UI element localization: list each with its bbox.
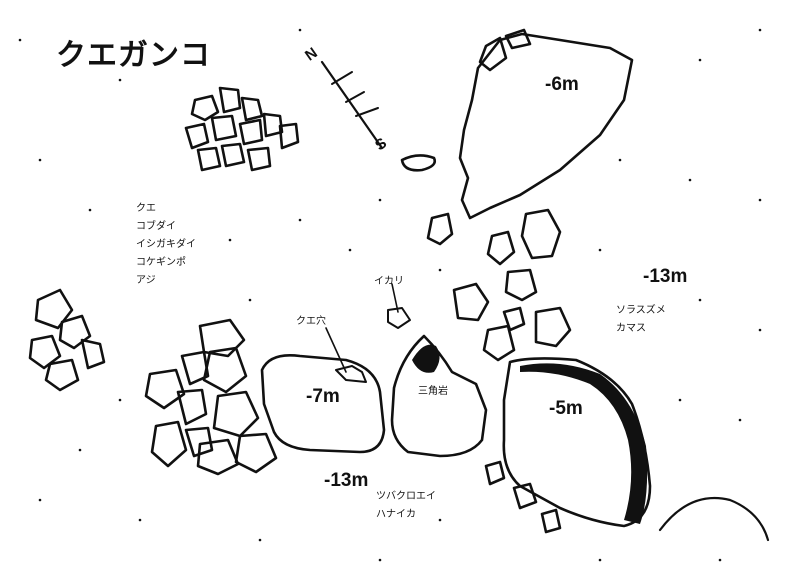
fish-item: ツバクロエイ [376,491,436,502]
fish-item: コブダイ [136,221,176,232]
anchor-shape [387,307,411,329]
rock-channel-3 [520,208,562,260]
rock-bottom-3 [540,508,562,534]
rock-channel-6 [502,306,526,332]
reef-edge-curve [658,496,770,542]
kue-hole-label: クエ穴 [296,316,326,327]
rock-channel-8 [534,306,572,348]
depth-left-rock: -7m [306,386,340,407]
fish-item: ハナイカ [376,509,416,520]
fish-list-right: ソラスズメ カマス [616,302,666,338]
fish-item: コケギンポ [136,257,186,268]
sand-dots [18,28,762,562]
rock-channel-7 [482,324,516,362]
kue-hole-hatch [335,365,367,383]
rock-oval [400,154,437,172]
rock-bottom-2 [512,482,538,510]
fish-item: カマス [616,323,646,334]
rock-cluster-ul-3 [240,96,264,122]
fish-list-left: クエ コブダイ イシガキダイ コケギンポ アジ [136,200,196,290]
rock-mid-5 [176,388,208,426]
rock-bottom-1 [484,460,506,486]
depth-bottom-sand: -13m [324,470,369,491]
triangle-rock-shading [412,344,440,373]
rock-cluster-ul-1 [190,94,220,122]
rock-channel-5 [452,282,490,322]
compass-tick-2 [345,91,365,103]
fish-item: ソラスズメ [616,305,666,316]
rock-channel-2 [486,230,516,266]
rock-mid-7 [150,420,188,468]
compass-line [320,60,384,150]
rock-mid-3 [144,368,186,410]
rock-cluster-ul-11 [246,146,272,172]
rock-mid-2 [202,346,248,394]
rock-minus5 [502,357,652,528]
rock-mid-4 [180,350,210,386]
fish-item: イシガキダイ [136,239,196,250]
rock-mid-6 [212,390,260,438]
rock-minus7 [260,354,386,454]
rock-top-small-2 [504,28,532,50]
rock-cluster-ul-2 [218,86,242,114]
rock-channel-1 [426,212,454,246]
anchor-label: イカリ [374,276,404,287]
rock-cluster-ul-6 [238,118,264,146]
rock-cluster-ul-10 [220,142,246,168]
fish-list-bottom: ツバクロエイ ハナイカ [376,488,436,524]
compass-tick-1 [331,71,353,85]
rock-mid-8 [184,426,214,458]
rock-cluster-ul-9 [196,146,222,172]
fish-item: アジ [136,275,156,286]
rock-cluster-ul-7 [262,112,284,138]
rock-mid-10 [234,432,278,474]
rock-left-5 [44,358,80,392]
rock-left-4 [80,338,106,370]
rock-cluster-ul-8 [278,122,300,150]
rock-top-small-1 [478,36,508,72]
anchor-leader [391,283,399,313]
map-title: クエガンコ [56,38,211,73]
depth-top-rock: -6m [545,74,579,95]
rock-cluster-ul-4 [184,122,210,150]
rock-minus5-shading [520,363,648,524]
rock-left-3 [28,334,62,370]
rock-triangle [390,334,488,458]
rock-channel-4 [504,268,538,302]
depth-right-open: -13m [643,266,688,287]
rock-cluster-ul-5 [210,114,238,142]
rock-left-2 [58,314,92,350]
kue-hole-leader [325,327,347,373]
rock-left-1 [34,288,74,330]
compass-tick-3 [355,107,379,117]
rock-large-top [458,32,634,220]
depth-right-rock: -5m [549,398,583,419]
fish-item: クエ [136,203,156,214]
triangle-rock-label: 三角岩 [418,386,448,397]
rock-mid-9 [196,438,240,476]
